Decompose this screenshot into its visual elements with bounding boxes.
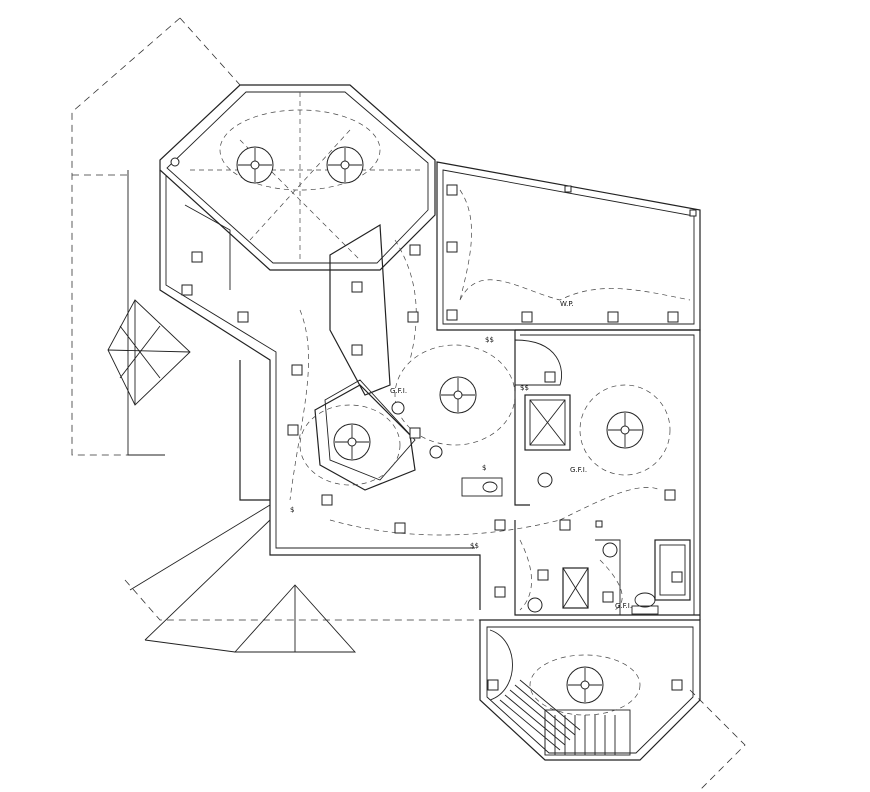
light-fixture-icon [407,311,419,323]
outlet-icon [564,185,572,193]
outlet-icon [689,209,697,217]
light-fixture-icon [409,244,421,256]
light-fixture-icon [446,184,458,196]
switch-icon: $ [290,506,294,514]
light-fixture-icon [602,591,614,603]
ceiling-fan-icon [236,146,274,184]
light-fixture-icon [191,251,203,263]
roof-outline [71,17,746,791]
light-fixture-icon [537,569,549,581]
light-fixture-icon [237,311,249,323]
ceiling-fan-icon [606,411,644,449]
gfi-label: G.F.I. [390,387,407,395]
light-fixture-icon [671,571,683,583]
light-fixtures [181,184,683,691]
light-fixture-icon [409,427,421,439]
outlet-icon [391,401,405,415]
ceiling-fan-icon [333,423,371,461]
light-fixture-icon [446,309,458,321]
light-fixture-icon [559,519,571,531]
outlet-icon [429,445,443,459]
switch-icon: $$ [470,542,479,550]
light-fixture-icon [494,519,506,531]
annotation-labels: G.F.I. G.F.I. G.F.I. W.P. $$ $$ $ $ $$ [290,300,632,610]
light-fixture-icon [181,284,193,296]
light-fixture-icon [287,424,299,436]
ceiling-fan-icon [439,376,477,414]
light-fixture-icon [487,679,499,691]
light-fixture-icon [446,241,458,253]
light-fixture-icon [351,281,363,293]
light-fixture-icon [521,311,533,323]
light-fixture-icon [494,586,506,598]
light-fixture-icon [394,522,406,534]
interior-walls [159,170,701,620]
outlet-icon [595,520,603,528]
light-fixture-icon [607,311,619,323]
gfi-label: G.F.I. [570,466,587,474]
ceiling-fan-icon [326,146,364,184]
switch-icon: $ [482,464,486,472]
light-fixture-icon [321,494,333,506]
outlet-icon [170,157,180,167]
outlet-icon [537,472,553,488]
outlets [170,157,697,613]
bottom-gable [129,504,357,653]
switch-icon: $$ [485,336,494,344]
bath-fixtures [461,339,659,615]
ceiling-fan-icon [566,666,604,704]
light-fixture-icon [544,371,556,383]
light-fixture-icon [291,364,303,376]
switch-icon: $$ [520,384,529,392]
wp-label: W.P. [560,300,574,308]
gfi-label: G.F.I. [615,602,632,610]
light-fixture-icon [664,489,676,501]
light-fixture-icon [351,344,363,356]
light-fixture-icon [667,311,679,323]
outlet-icon [527,597,543,613]
outlet-icon [602,542,618,558]
left-gable [107,170,191,456]
stair-turret [479,619,701,761]
light-fixture-icon [671,679,683,691]
octagon-room [159,84,436,271]
wiring [289,239,671,611]
